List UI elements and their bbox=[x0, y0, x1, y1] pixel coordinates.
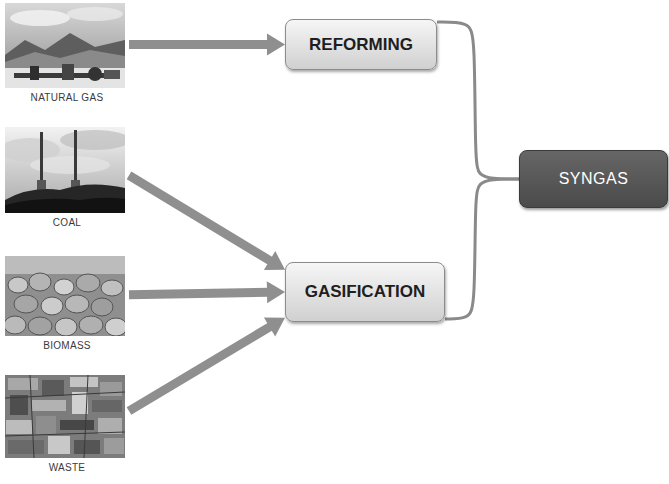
arrow-shaft bbox=[129, 175, 271, 261]
arrow-head bbox=[264, 318, 285, 337]
node-label: WASTE bbox=[5, 462, 129, 473]
process-box: REFORMING bbox=[285, 19, 437, 70]
merge-brace bbox=[445, 179, 519, 319]
arrow-head bbox=[267, 34, 285, 56]
flow-arrow bbox=[129, 175, 285, 269]
process-box: GASIFICATION bbox=[285, 262, 445, 322]
product-box: SYNGAS bbox=[519, 150, 668, 208]
source-photo: WASTE bbox=[5, 375, 129, 475]
source-photo: COAL bbox=[5, 127, 129, 230]
brace-line bbox=[437, 22, 519, 179]
arrow-shaft bbox=[129, 40, 269, 49]
brace-line bbox=[445, 179, 519, 319]
source-photo: NATURAL GAS bbox=[5, 3, 129, 107]
node-label: REFORMING bbox=[309, 35, 413, 55]
flow-arrow bbox=[129, 318, 285, 411]
merge-brace bbox=[437, 22, 519, 179]
flow-arrow bbox=[129, 281, 285, 303]
node-label: COAL bbox=[5, 217, 129, 228]
arrow-head bbox=[267, 281, 285, 303]
coal-photo bbox=[5, 127, 125, 213]
flow-arrow bbox=[129, 34, 285, 56]
node-label: NATURAL GAS bbox=[5, 92, 129, 103]
natural-gas-photo bbox=[5, 3, 125, 88]
arrow-head bbox=[264, 251, 285, 270]
biomass-photo bbox=[5, 256, 125, 336]
node-label: GASIFICATION bbox=[305, 282, 426, 302]
node-label: BIOMASS bbox=[5, 340, 129, 351]
arrow-shaft bbox=[129, 292, 269, 295]
waste-photo bbox=[5, 375, 125, 458]
node-label: SYNGAS bbox=[559, 170, 629, 188]
arrow-shaft bbox=[129, 326, 271, 411]
source-photo: BIOMASS bbox=[5, 256, 129, 353]
